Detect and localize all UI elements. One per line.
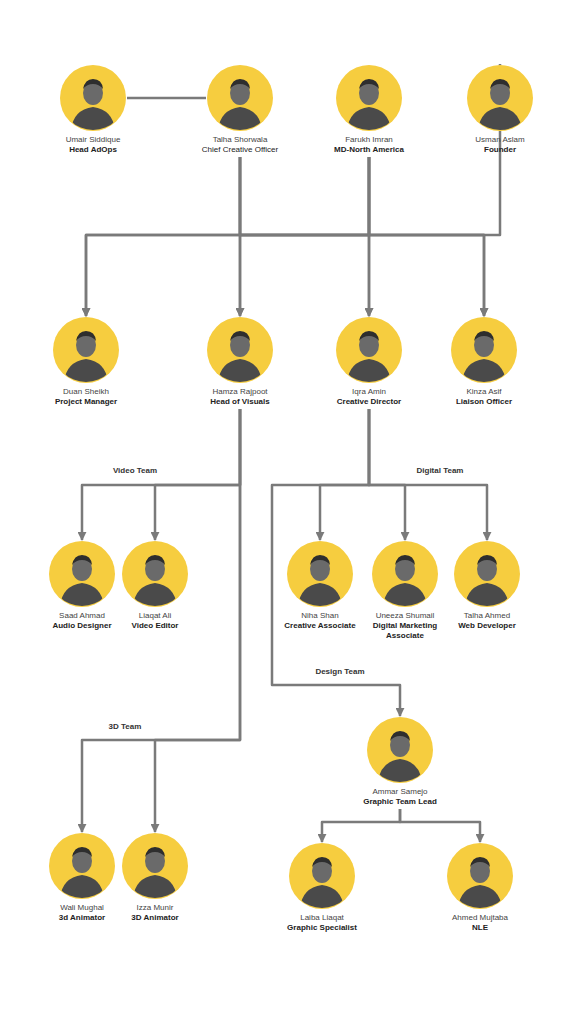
job-title: Audio Designer <box>45 621 119 631</box>
job-title: Chief Creative Officer <box>180 145 300 155</box>
portrait-circle <box>59 64 127 132</box>
person-node: Usman AslamFounder <box>455 64 545 155</box>
person-node: Saad AhmadAudio Designer <box>45 540 119 631</box>
person-name: Liaqat Ali <box>119 611 191 621</box>
person-node: Iqra AminCreative Director <box>319 316 419 407</box>
portrait-circle <box>466 64 534 132</box>
connector <box>369 409 487 540</box>
portrait-circle <box>450 316 518 384</box>
connector <box>369 409 405 540</box>
person-name: Izza Munir <box>119 903 191 913</box>
job-title: MD-North America <box>319 145 419 155</box>
person-node: Izza Munir3D Animator <box>119 832 191 923</box>
job-title: 3D Animator <box>119 913 191 923</box>
portrait-circle <box>48 540 116 608</box>
person-node: Duan SheikhProject Manager <box>36 316 136 407</box>
portrait-circle <box>288 842 356 910</box>
portrait-circle <box>206 316 274 384</box>
person-name: Uneeza Shumail <box>363 611 447 621</box>
person-name: Usman Aslam <box>455 135 545 145</box>
person-name: Talha Shorwala <box>180 135 300 145</box>
job-title: Head of Visuals <box>190 397 290 407</box>
person-name: Hamza Rajpoot <box>190 387 290 397</box>
connector <box>155 409 240 832</box>
portrait-circle <box>206 64 274 132</box>
person-name: Talha Ahmed <box>445 611 529 621</box>
person-name: Wali Mughal <box>45 903 119 913</box>
team-label: Design Team <box>313 667 366 677</box>
person-node: Ammar SamejoGraphic Team Lead <box>350 716 450 807</box>
portrait-circle <box>371 540 439 608</box>
job-title: Web Developer <box>445 621 529 631</box>
connector <box>400 809 480 842</box>
team-label: 3D Team <box>107 722 144 732</box>
job-title: Liaison Officer <box>436 397 532 407</box>
connector <box>155 409 240 540</box>
connector <box>240 157 369 316</box>
job-title: Video Editor <box>119 621 191 631</box>
connector <box>82 409 240 540</box>
person-name: Ahmed Mujtaba <box>430 913 530 923</box>
person-node: Farukh ImranMD-North America <box>319 64 419 155</box>
connector <box>82 409 240 832</box>
person-node: Wali Mughal3d Animator <box>45 832 119 923</box>
person-name: Ammar Samejo <box>350 787 450 797</box>
portrait-circle <box>286 540 354 608</box>
connector <box>322 809 400 842</box>
job-title: Founder <box>455 145 545 155</box>
team-label: Digital Team <box>415 466 466 476</box>
person-node: Laiba LiaqatGraphic Specialist <box>272 842 372 933</box>
job-title: Head AdOps <box>43 145 143 155</box>
person-node: Kinza AsifLiaison Officer <box>436 316 532 407</box>
connector <box>240 157 369 316</box>
person-node: Ahmed MujtabaNLE <box>430 842 530 933</box>
person-node: Niha ShanCreative Associate <box>278 540 362 631</box>
person-node: Umair SiddiqueHead AdOps <box>43 64 143 155</box>
person-name: Umair Siddique <box>43 135 143 145</box>
job-title: Project Manager <box>36 397 136 407</box>
person-node: Talha AhmedWeb Developer <box>445 540 529 631</box>
person-name: Duan Sheikh <box>36 387 136 397</box>
portrait-circle <box>366 716 434 784</box>
connector <box>369 157 484 316</box>
person-node: Talha ShorwalaChief Creative Officer <box>180 64 300 155</box>
job-title: Creative Associate <box>278 621 362 631</box>
person-name: Iqra Amin <box>319 387 419 397</box>
job-title: Digital Marketing Associate <box>363 621 447 641</box>
connector <box>127 97 206 100</box>
person-node: Hamza RajpootHead of Visuals <box>190 316 290 407</box>
job-title: 3d Animator <box>45 913 119 923</box>
portrait-circle <box>335 64 403 132</box>
portrait-circle <box>121 540 189 608</box>
person-name: Saad Ahmad <box>45 611 119 621</box>
portrait-circle <box>52 316 120 384</box>
portrait-circle <box>335 316 403 384</box>
portrait-circle <box>453 540 521 608</box>
job-title: NLE <box>430 923 530 933</box>
person-name: Farukh Imran <box>319 135 419 145</box>
job-title: Graphic Team Lead <box>350 797 450 807</box>
connector <box>320 409 369 540</box>
portrait-circle <box>48 832 116 900</box>
connector <box>86 157 240 316</box>
person-name: Laiba Liaqat <box>272 913 372 923</box>
person-node: Uneeza ShumailDigital Marketing Associat… <box>363 540 447 641</box>
person-name: Kinza Asif <box>436 387 532 397</box>
portrait-circle <box>121 832 189 900</box>
connector <box>240 157 484 316</box>
portrait-circle <box>446 842 514 910</box>
job-title: Graphic Specialist <box>272 923 372 933</box>
person-node: Liaqat AliVideo Editor <box>119 540 191 631</box>
person-name: Niha Shan <box>278 611 362 621</box>
team-label: Video Team <box>111 466 159 476</box>
job-title: Creative Director <box>319 397 419 407</box>
connector <box>86 157 369 316</box>
